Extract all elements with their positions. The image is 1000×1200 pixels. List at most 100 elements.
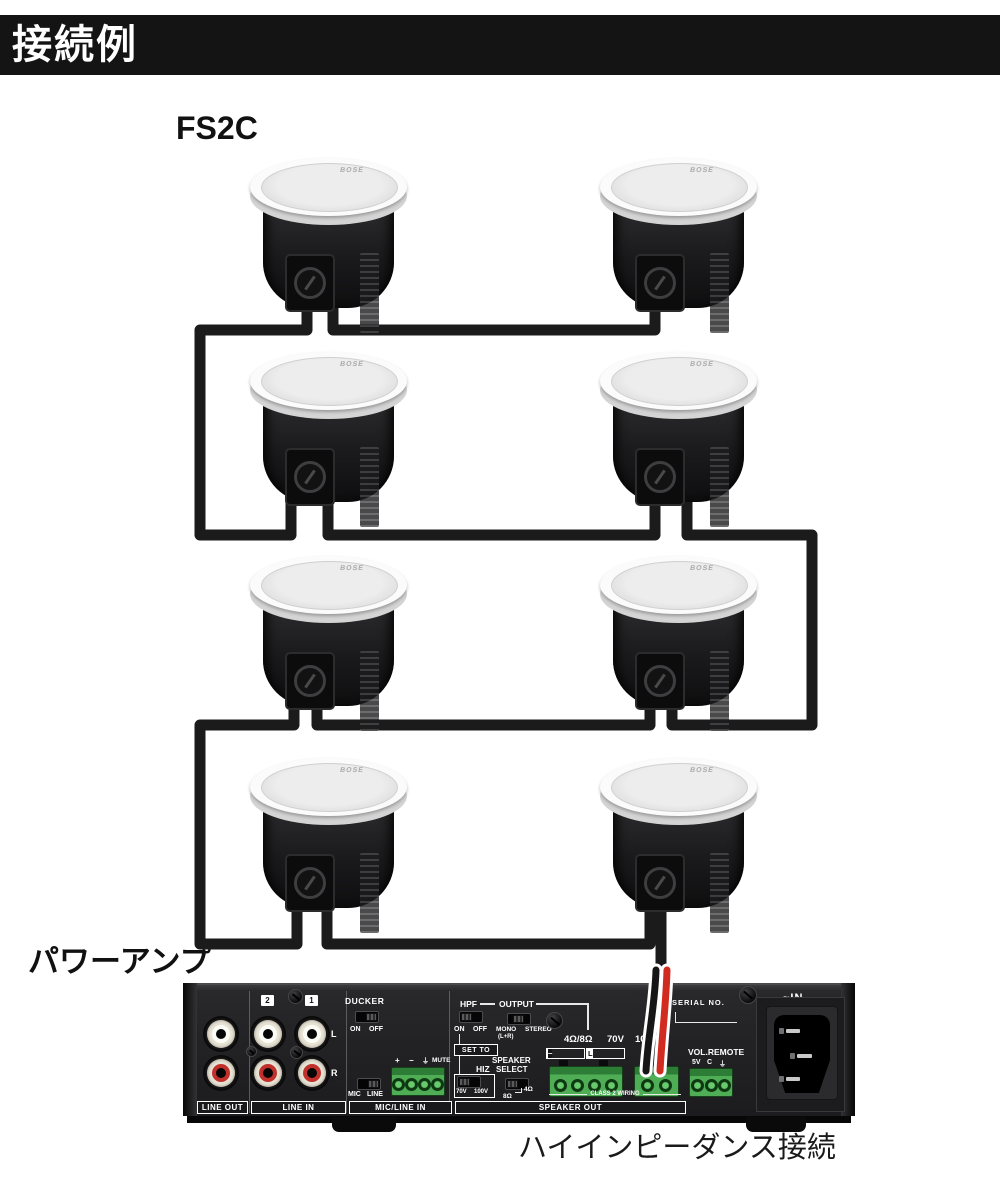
- speaker-grille: BOSE: [261, 357, 398, 406]
- ac-pin: [797, 1054, 812, 1058]
- ceiling-speaker: BOSE: [250, 158, 407, 333]
- mic-plus-label: +: [395, 1056, 400, 1065]
- speaker-out-4-8ohm-euroblock: [549, 1066, 623, 1097]
- hpf-on-label: ON: [454, 1026, 465, 1033]
- bose-logo: BOSE: [689, 361, 715, 368]
- remote-ground-icon: ⏚: [719, 1061, 726, 1068]
- select-4ohm-label: 4Ω: [524, 1086, 533, 1093]
- select-8ohm-label: 8Ω: [503, 1093, 512, 1100]
- speaker-grille: BOSE: [611, 357, 748, 406]
- panel-screw-icon: [739, 986, 757, 1004]
- amp-foot: [332, 1117, 396, 1132]
- wire-row3: [311, 698, 656, 731]
- serial-field-line: [675, 1022, 737, 1023]
- set-to-link-line: [459, 1056, 460, 1074]
- speaker-grille: BOSE: [611, 763, 748, 812]
- speaker-flange: BOSE: [600, 352, 757, 410]
- speaker-select-label-2: SELECT: [496, 1065, 528, 1074]
- clamp-screw-icon: [294, 665, 326, 697]
- high-z-70v-label: 70V: [607, 1034, 624, 1045]
- speaker-grille: BOSE: [261, 163, 398, 212]
- ac-pin: [779, 1076, 784, 1082]
- line-out-label: LINE OUT: [197, 1101, 248, 1114]
- wire-riser-left-upper: [194, 298, 313, 541]
- bose-logo: BOSE: [689, 767, 715, 774]
- hiz-100v-label: 100V: [474, 1089, 489, 1095]
- ceiling-speaker: BOSE: [600, 352, 757, 527]
- select-step-line: [515, 1092, 522, 1093]
- hpf-switch: [459, 1011, 483, 1023]
- speaker-flange: BOSE: [600, 758, 757, 816]
- output-dash-corner: [587, 1003, 589, 1030]
- serial-field-line: [675, 1012, 676, 1022]
- speaker-spec-label: [710, 651, 729, 731]
- amp-bottom-edge: [187, 1116, 851, 1123]
- speaker-select-label-1: SPEAKER: [492, 1056, 531, 1065]
- ceiling-speaker: BOSE: [600, 158, 757, 333]
- warning-icon: ⚠: [653, 1021, 665, 1036]
- mic-line-in-label: MIC/LINE IN: [349, 1101, 452, 1114]
- class2-wiring-label: CLASS 2 WIRING: [590, 1091, 640, 1097]
- speaker-flange: BOSE: [250, 758, 407, 816]
- ceiling-speaker: BOSE: [600, 556, 757, 731]
- bose-logo: BOSE: [339, 361, 365, 368]
- line-in-1-jack-l: [294, 1016, 330, 1052]
- speaker-clamp: [635, 652, 685, 710]
- panel-screw-icon: [546, 1012, 563, 1029]
- wire-row2: [322, 492, 661, 541]
- output-mode-switch: [507, 1013, 531, 1025]
- speaker-select-switch: [505, 1078, 529, 1090]
- speaker-clamp: [635, 854, 685, 912]
- output-dash: [536, 1003, 589, 1005]
- line-label: LINE: [367, 1091, 383, 1098]
- set-to-link-line: [459, 1034, 460, 1044]
- select-step-line: [521, 1088, 522, 1093]
- line-out-jack-l: [203, 1016, 239, 1052]
- mic-line-switch: [357, 1078, 381, 1090]
- wire-riser-right: [666, 492, 818, 731]
- panel-screw-icon: [288, 989, 303, 1004]
- ducker-switch: [355, 1011, 379, 1023]
- speaker-out-label: SPEAKER OUT: [455, 1101, 686, 1114]
- remote-5v-label: 5V: [692, 1059, 701, 1066]
- class2-wiring-row: CLASS 2 WIRING: [549, 1091, 681, 1097]
- panel-screw-icon: [290, 1046, 303, 1059]
- speaker-grille: BOSE: [611, 561, 748, 610]
- bose-logo: BOSE: [689, 167, 715, 174]
- speaker-spec-label: [360, 651, 379, 731]
- hiz-voltage-switch: [457, 1076, 481, 1088]
- low-z-terminal-labels-r: R+−: [546, 1048, 585, 1059]
- bose-logo: BOSE: [339, 767, 365, 774]
- line-out-jack-r: [203, 1055, 239, 1091]
- clamp-screw-icon: [644, 267, 676, 299]
- euroblock-tab: [599, 1060, 608, 1067]
- remote-c-label: C: [707, 1059, 713, 1066]
- channel-2-badge: 2: [261, 995, 274, 1006]
- speaker-clamp: [285, 448, 335, 506]
- hiz-box: [454, 1074, 495, 1098]
- mic-label: MIC: [348, 1091, 361, 1098]
- mic-line-euroblock: [391, 1067, 445, 1096]
- panel-screw-icon: [246, 1046, 257, 1057]
- speaker-clamp: [285, 652, 335, 710]
- wire-row4: [321, 898, 656, 950]
- output-label: OUTPUT: [499, 999, 534, 1009]
- speaker-spec-label: [360, 853, 379, 933]
- channel-1-badge: 1: [305, 995, 318, 1006]
- ceiling-speaker: BOSE: [250, 758, 407, 933]
- power-amplifier-rear-panel: LINE OUT 2 1 L R LINE IN DUCKER ON OFF +…: [183, 983, 855, 1132]
- hpf-off-label: OFF: [473, 1026, 487, 1033]
- ceiling-speaker: BOSE: [250, 352, 407, 527]
- ac-pin: [790, 1053, 795, 1059]
- speaker-grille: BOSE: [261, 561, 398, 610]
- ducker-on-label: ON: [350, 1026, 361, 1033]
- hpf-dash: [480, 1003, 495, 1005]
- wire-row1: [327, 296, 661, 336]
- speaker-flange: BOSE: [250, 352, 407, 410]
- bose-logo: BOSE: [339, 565, 365, 572]
- hiz-70v-label: 70V: [456, 1089, 467, 1095]
- clamp-screw-icon: [294, 461, 326, 493]
- speaker-flange: BOSE: [250, 158, 407, 216]
- ground-icon: ⏚: [422, 1058, 429, 1065]
- speaker-flange: BOSE: [250, 556, 407, 614]
